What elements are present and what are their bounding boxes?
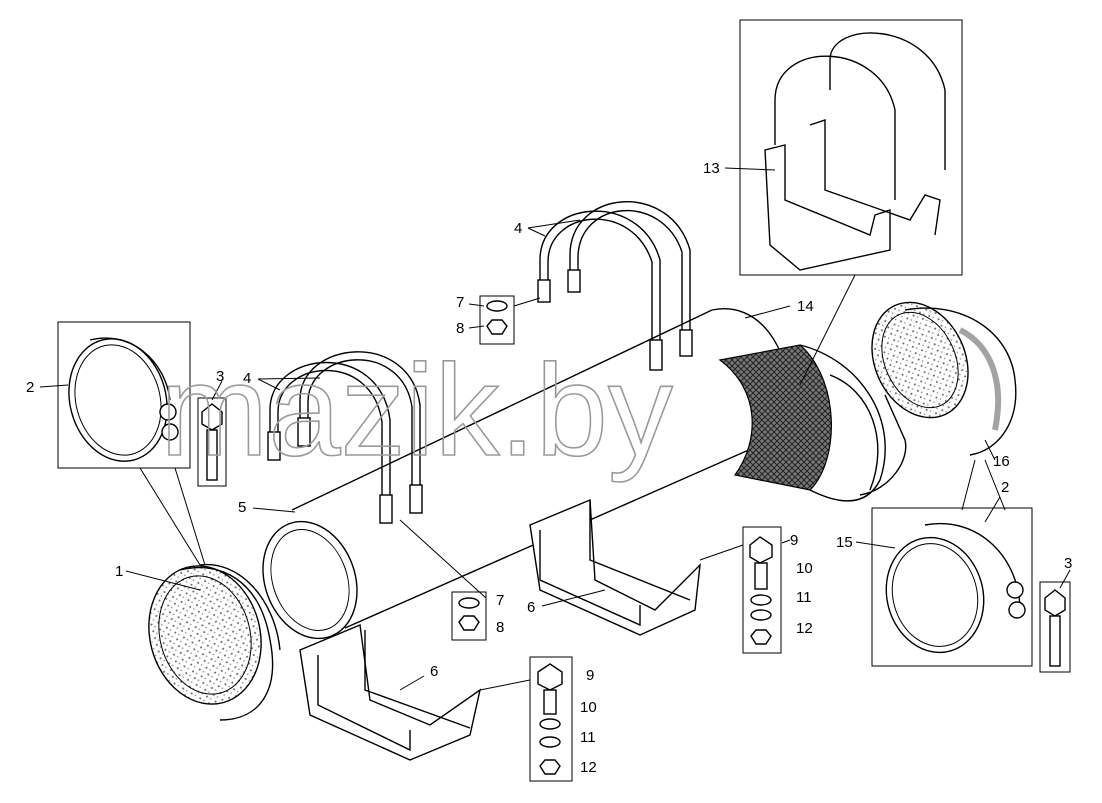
u-bolts-upper <box>537 201 693 371</box>
clamp-detail-right <box>871 507 1071 673</box>
bracket-upper <box>529 498 701 636</box>
callout-7-upper: 7 <box>456 294 464 311</box>
callout-9-upper: 9 <box>790 532 798 549</box>
detail-13-box <box>739 19 963 276</box>
callout-13: 13 <box>703 160 720 177</box>
callout-10-lower: 10 <box>580 699 597 716</box>
callout-6-upper: 6 <box>527 599 535 616</box>
pipe-sleeve <box>859 301 1017 496</box>
callout-2-right: 2 <box>1001 479 1009 496</box>
insulation-mesh <box>718 344 886 502</box>
callout-12-upper: 12 <box>796 620 813 637</box>
hardware-9-12-upper <box>742 526 782 654</box>
callout-5: 5 <box>238 499 246 516</box>
muffler-pipe <box>262 308 791 640</box>
callout-15: 15 <box>836 534 853 551</box>
callout-8-lower: 8 <box>496 619 504 636</box>
clamp-detail-left <box>57 321 227 487</box>
u-bolts-lower <box>267 351 423 524</box>
bracket-lower <box>299 624 482 761</box>
callout-3-left: 3 <box>216 368 224 385</box>
callout-11-lower: 11 <box>580 729 596 746</box>
flex-bellows <box>148 563 281 721</box>
callout-2-left: 2 <box>26 379 34 396</box>
callout-9-lower: 9 <box>586 667 594 684</box>
callout-12-lower: 12 <box>580 759 597 776</box>
callout-10-upper: 10 <box>796 560 813 577</box>
watermark: mazik.by <box>160 337 673 483</box>
callout-14: 14 <box>797 298 814 315</box>
hardware-9-12-lower <box>529 656 573 782</box>
callout-16: 16 <box>993 453 1010 470</box>
callout-4-upper: 4 <box>514 220 522 237</box>
callout-8-upper: 8 <box>456 320 464 337</box>
callout-labels: 1 2 3 4 4 5 6 6 7 8 7 8 9 10 11 12 9 10 … <box>26 160 1072 776</box>
callout-1: 1 <box>115 563 123 580</box>
hardware-7-8-lower <box>451 591 487 641</box>
callout-4-lower: 4 <box>243 370 251 387</box>
callout-3-right: 3 <box>1064 555 1072 572</box>
leader-lines <box>39 167 1071 691</box>
callout-7-lower: 7 <box>496 592 504 609</box>
hardware-7-8-upper <box>479 295 515 345</box>
callout-6-lower: 6 <box>430 663 438 680</box>
callout-11-upper: 11 <box>796 589 812 606</box>
